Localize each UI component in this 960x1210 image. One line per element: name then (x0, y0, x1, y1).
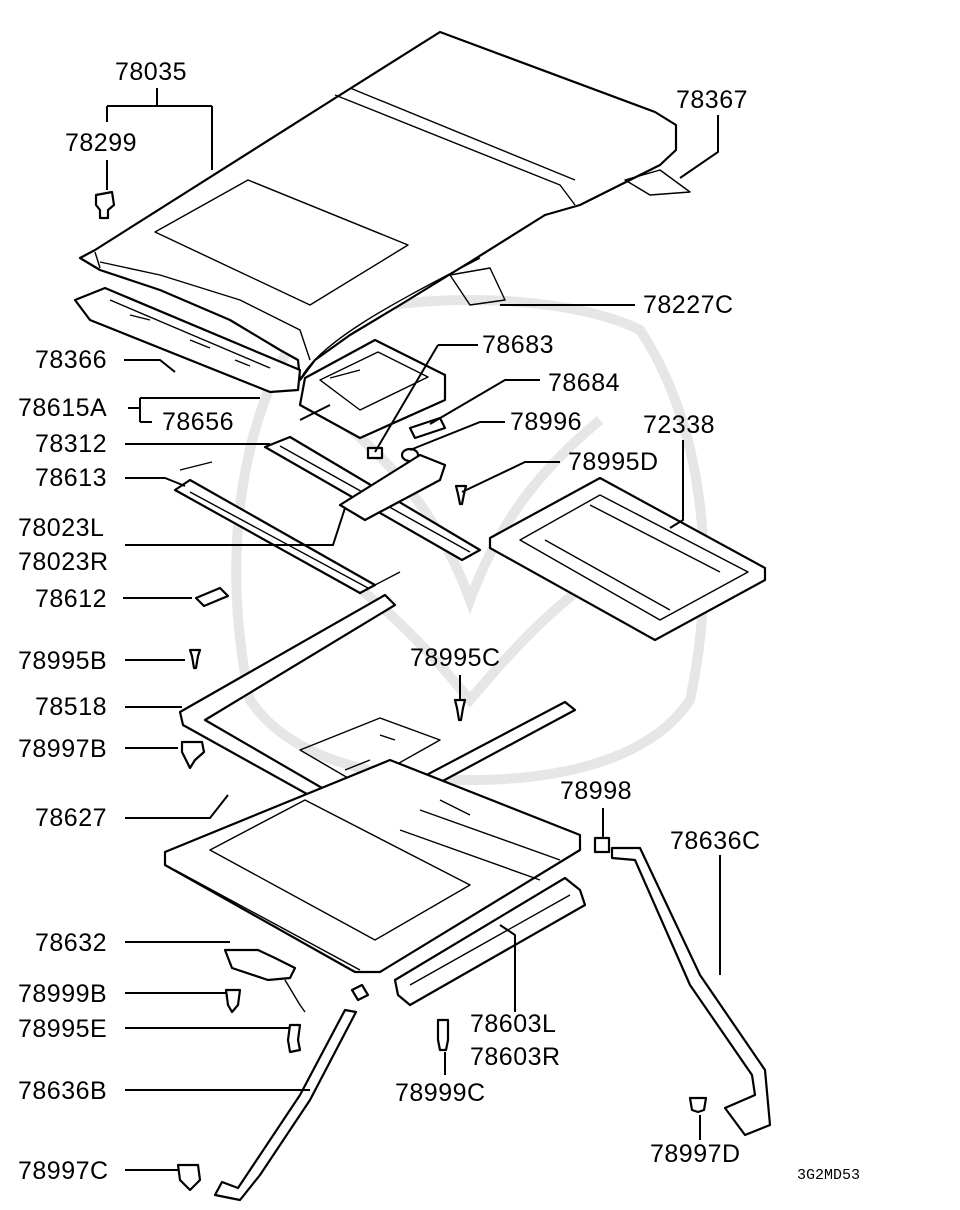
label-78999B: 78999B (18, 980, 107, 1008)
label-78995D: 78995D (568, 448, 659, 476)
label-78995B: 78995B (18, 647, 107, 675)
label-78999C: 78999C (395, 1079, 486, 1107)
label-78603L: 78603L (470, 1010, 556, 1038)
label-78227C: 78227C (643, 291, 734, 319)
glass-panel (298, 338, 447, 440)
leader-lines (106, 88, 721, 1171)
label-78603R: 78603R (470, 1043, 561, 1071)
label-78299: 78299 (65, 129, 137, 157)
label-78636C: 78636C (670, 827, 761, 855)
label-78998: 78998 (560, 777, 632, 805)
sunroof-frame (178, 593, 577, 822)
label-78995C: 78995C (410, 644, 501, 672)
diagram-code: 3G2MD53 (797, 1167, 860, 1184)
label-78023R: 78023R (18, 548, 109, 576)
label-78995E: 78995E (18, 1015, 107, 1043)
fasteners (94, 190, 708, 1192)
label-78612: 78612 (35, 585, 107, 613)
watermark-emblem (231, 295, 709, 786)
label-72338: 72338 (643, 411, 715, 439)
side-rail (393, 876, 587, 1007)
label-78996: 78996 (510, 408, 582, 436)
label-78656: 78656 (162, 408, 234, 436)
label-78632: 78632 (35, 929, 107, 957)
drain-hoses (213, 846, 772, 1202)
label-78627: 78627 (35, 804, 107, 832)
label-78518: 78518 (35, 693, 107, 721)
drive-motor (223, 948, 306, 1013)
guide-rails (173, 435, 482, 595)
label-78684: 78684 (548, 369, 620, 397)
label-78023L: 78023L (18, 514, 104, 542)
small-bracket (194, 586, 230, 608)
label-78997B: 78997B (18, 735, 107, 763)
label-78997C: 78997C (18, 1157, 109, 1185)
part-labels: 78035 78299 78367 78227C 78366 78683 786… (18, 58, 860, 1185)
label-78366: 78366 (35, 346, 107, 374)
label-78613: 78613 (35, 464, 107, 492)
sunroof-housing (163, 758, 582, 974)
label-78997D: 78997D (650, 1140, 741, 1168)
sunshade-panel (488, 476, 767, 642)
label-78035: 78035 (115, 58, 187, 86)
label-78312: 78312 (35, 430, 107, 458)
label-78367: 78367 (676, 86, 748, 114)
label-78636B: 78636B (18, 1077, 107, 1105)
label-78615A: 78615A (18, 394, 107, 422)
roof-panel (78, 30, 691, 382)
wind-deflector (73, 286, 302, 394)
label-78683: 78683 (482, 331, 554, 359)
